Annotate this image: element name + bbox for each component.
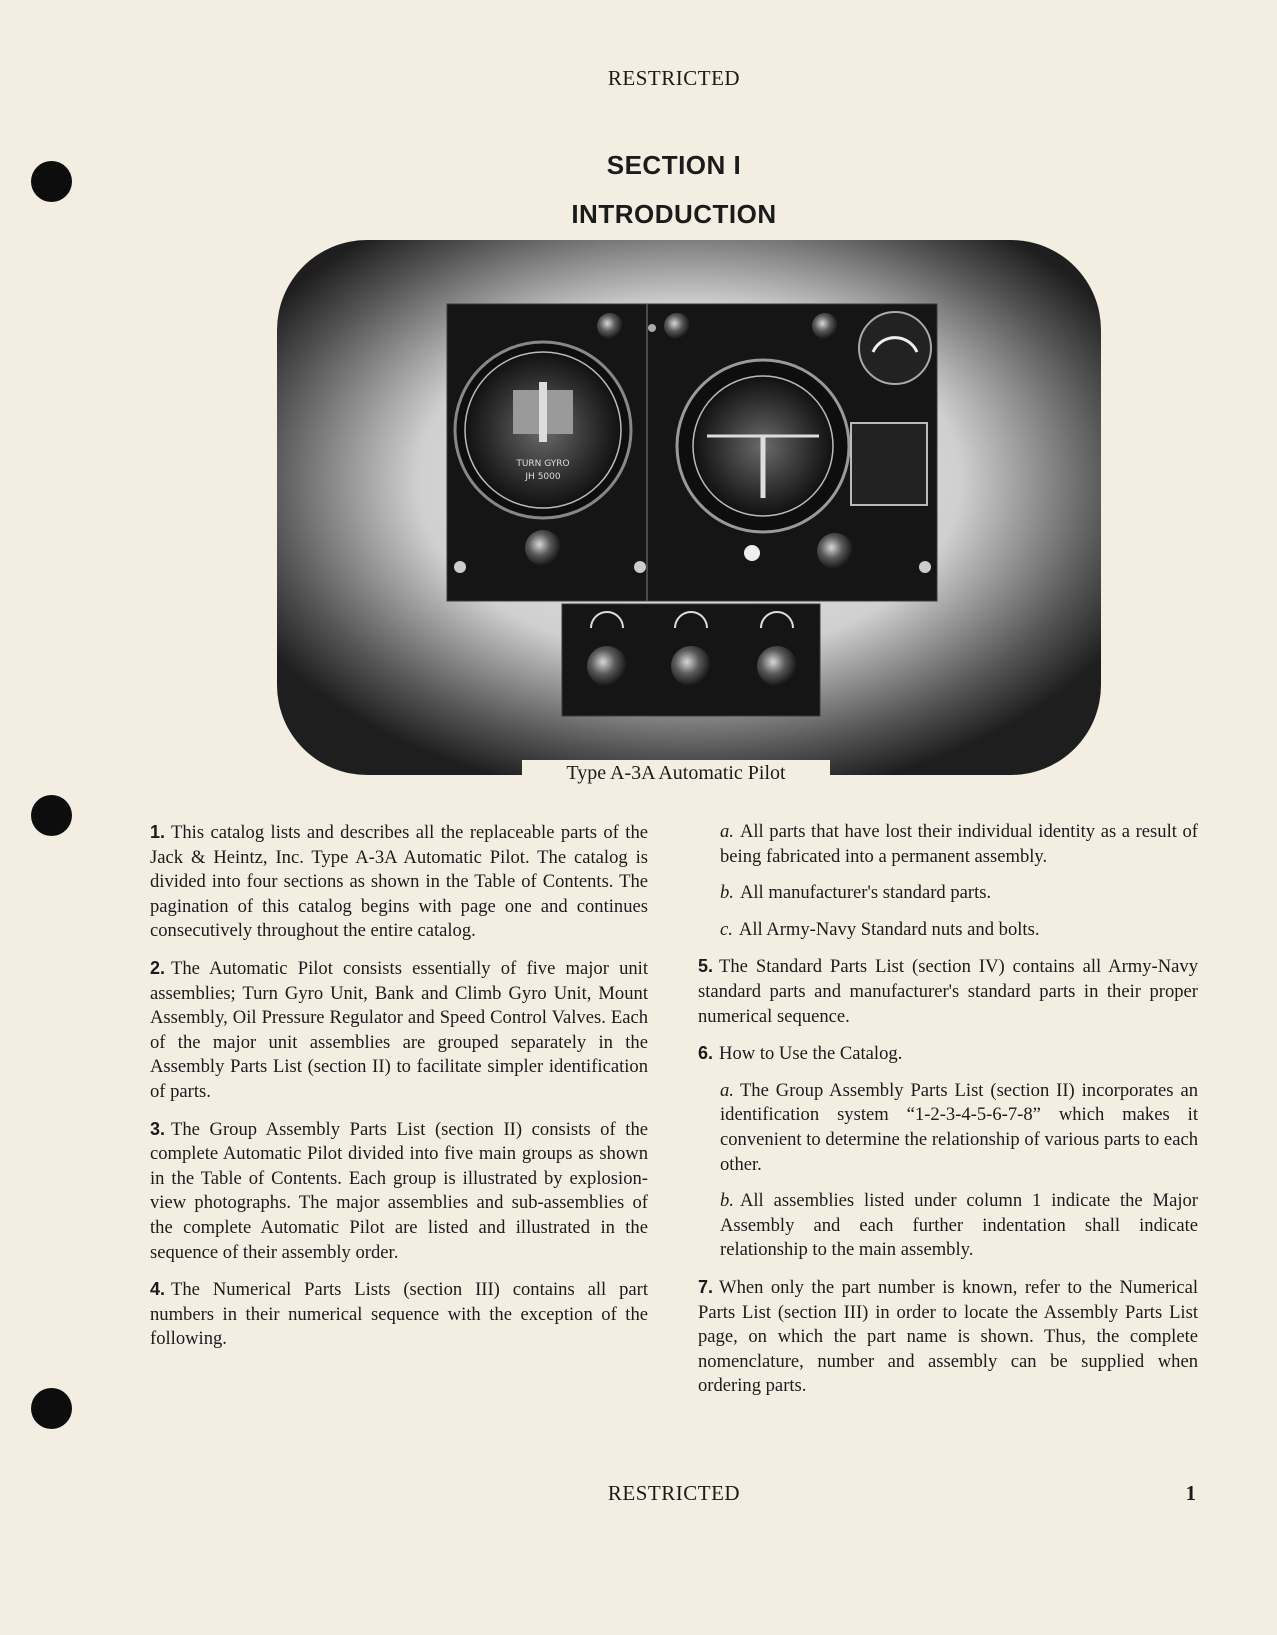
section-title: INTRODUCTION bbox=[571, 199, 777, 229]
left-column: 1.This catalog lists and describes all t… bbox=[150, 820, 648, 1364]
figure-caption: Type A-3A Automatic Pilot bbox=[522, 760, 830, 787]
subitem-6b: b.All assemblies listed under column 1 i… bbox=[720, 1190, 1198, 1261]
paragraph-2: 2.The Automatic Pilot consists essential… bbox=[150, 957, 648, 1102]
paragraph-4: 4.The Numerical Parts Lists (section III… bbox=[150, 1279, 648, 1350]
subitem-4c: c.All Army-Navy Standard nuts and bolts. bbox=[720, 918, 1040, 940]
subitem-4a: a.All parts that have lost their individ… bbox=[720, 821, 1198, 867]
subitem-6a: a.The Group Assembly Parts List (section… bbox=[720, 1079, 1198, 1175]
footer-classification: RESTRICTED bbox=[607, 1481, 741, 1505]
right-column: a.All parts that have lost their individ… bbox=[698, 820, 1198, 1411]
paragraph-1: 1.This catalog lists and describes all t… bbox=[150, 822, 648, 942]
section-number: SECTION I bbox=[606, 150, 742, 180]
header-classification: RESTRICTED bbox=[607, 66, 741, 90]
binder-hole-top bbox=[31, 161, 72, 202]
binder-hole-bottom bbox=[31, 1388, 72, 1429]
paragraph-5: 5.The Standard Parts List (section IV) c… bbox=[698, 956, 1198, 1027]
binder-hole-middle bbox=[31, 795, 72, 836]
paragraph-6: 6.How to Use the Catalog. bbox=[698, 1043, 903, 1065]
paragraph-3: 3.The Group Assembly Parts List (section… bbox=[150, 1118, 648, 1263]
autopilot-photo: TURN GYRO JH 5000 bbox=[277, 240, 1101, 775]
page-number: 1 bbox=[1185, 1481, 1197, 1505]
paragraph-7: 7.When only the part number is known, re… bbox=[698, 1276, 1198, 1397]
svg-text:JH 5000: JH 5000 bbox=[524, 472, 560, 482]
svg-text:TURN GYRO: TURN GYRO bbox=[515, 459, 569, 469]
subitem-4b: b.All manufacturer's standard parts. bbox=[720, 882, 992, 904]
